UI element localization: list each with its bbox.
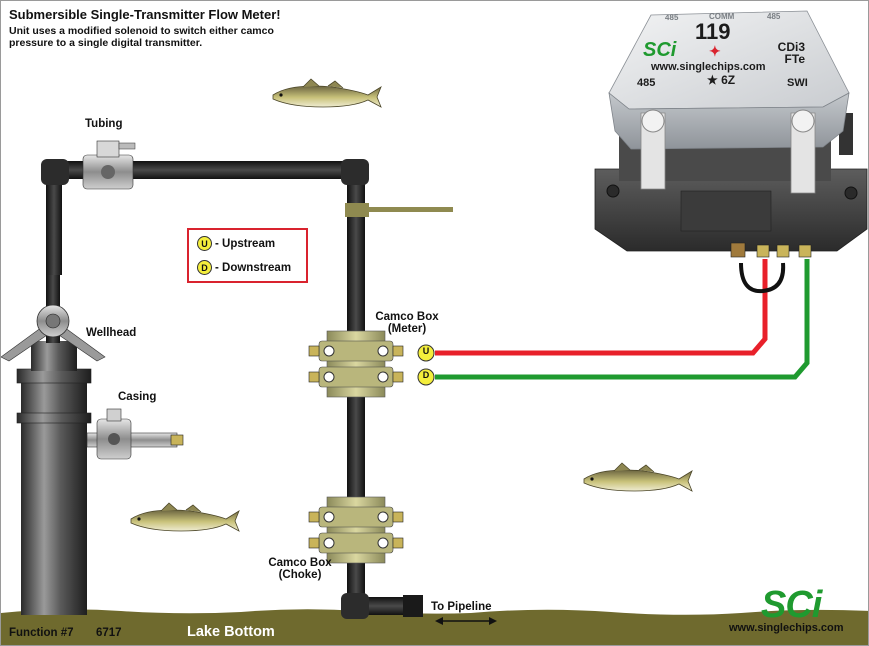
upstream-marker-letter: U bbox=[422, 346, 430, 356]
diagram-title: Submersible Single-Transmitter Flow Mete… bbox=[9, 7, 281, 22]
transmitter-number: 119 bbox=[695, 19, 731, 44]
camco-choke-label-line1: Camco Box bbox=[268, 557, 332, 569]
transmitter-top-right: 485 bbox=[767, 12, 781, 21]
downstream-marker bbox=[417, 368, 435, 386]
camco-choke-label: Camco Box (Choke) bbox=[258, 557, 342, 581]
downstream-wire bbox=[435, 259, 810, 380]
transmitter-url: www.singlechips.com bbox=[651, 61, 766, 73]
camco-choke-label-line2: (Choke) bbox=[278, 569, 322, 581]
casing-label: Casing bbox=[118, 391, 157, 403]
camco-meter-label-line1: Camco Box bbox=[375, 311, 439, 323]
camco-meter-label-line2: (Meter) bbox=[387, 323, 427, 335]
transmitter-model-line2: FTe bbox=[784, 52, 805, 66]
pipe-probe bbox=[345, 203, 453, 217]
transmitter-model-line1: CDi3 bbox=[777, 40, 805, 54]
transmitter-star-code: ★ 6Z bbox=[707, 73, 736, 87]
tubing-label: Tubing bbox=[85, 118, 123, 130]
casing-valve bbox=[86, 408, 184, 460]
footer-url: www.singlechips.com bbox=[729, 622, 844, 634]
wellhead-label: Wellhead bbox=[86, 327, 137, 339]
to-pipeline-label: To Pipeline bbox=[431, 601, 492, 613]
upstream-wire bbox=[435, 259, 768, 356]
transmitter-enclosure bbox=[608, 10, 850, 194]
lake-bottom-label: Lake Bottom bbox=[187, 624, 275, 640]
transmitter-left-port: 485 bbox=[637, 77, 656, 89]
tubing-valve bbox=[82, 140, 136, 190]
function-code: 6717 bbox=[96, 627, 122, 639]
transmitter-top-mid: COMM bbox=[709, 12, 735, 21]
legend-text-downstream: - Downstream bbox=[215, 261, 292, 274]
transmitter-brand-logo: SCi bbox=[643, 39, 677, 61]
legend-item-downstream: D - Downstream bbox=[197, 260, 291, 275]
wire-loop bbox=[739, 262, 786, 294]
diagram-subtitle: Unit uses a modified solenoid to switch … bbox=[9, 25, 274, 49]
legend-item-upstream: U - Upstream bbox=[197, 236, 275, 251]
lake-bottom-ground bbox=[1, 609, 868, 645]
sci-logo: SCi bbox=[761, 584, 822, 626]
wellhead-assembly bbox=[1, 269, 106, 362]
transmitter-top-left: 485 bbox=[664, 12, 679, 23]
camco-box-choke bbox=[308, 496, 404, 564]
upstream-marker bbox=[417, 344, 435, 362]
legend-box: U - Upstream D - Downstream bbox=[187, 228, 308, 283]
casing-pipe bbox=[16, 341, 92, 615]
legend-badge-downstream: D bbox=[197, 260, 212, 275]
legend-text-upstream: - Upstream bbox=[215, 237, 276, 250]
fish-top bbox=[272, 78, 382, 108]
camco-box-meter bbox=[308, 330, 404, 398]
fish-right bbox=[583, 462, 693, 492]
camco-meter-label: Camco Box (Meter) bbox=[365, 311, 449, 335]
fish-left bbox=[130, 502, 240, 532]
transmitter-right-port: SWI bbox=[787, 77, 808, 89]
legend-badge-upstream: U bbox=[197, 236, 212, 251]
transmitter-model: CDi3 FTe bbox=[761, 41, 805, 65]
maple-leaf-icon: ✦ bbox=[709, 43, 721, 59]
downstream-marker-letter: D bbox=[422, 370, 430, 380]
function-label: Function #7 bbox=[9, 627, 74, 639]
to-pipeline-arrow bbox=[435, 617, 497, 625]
